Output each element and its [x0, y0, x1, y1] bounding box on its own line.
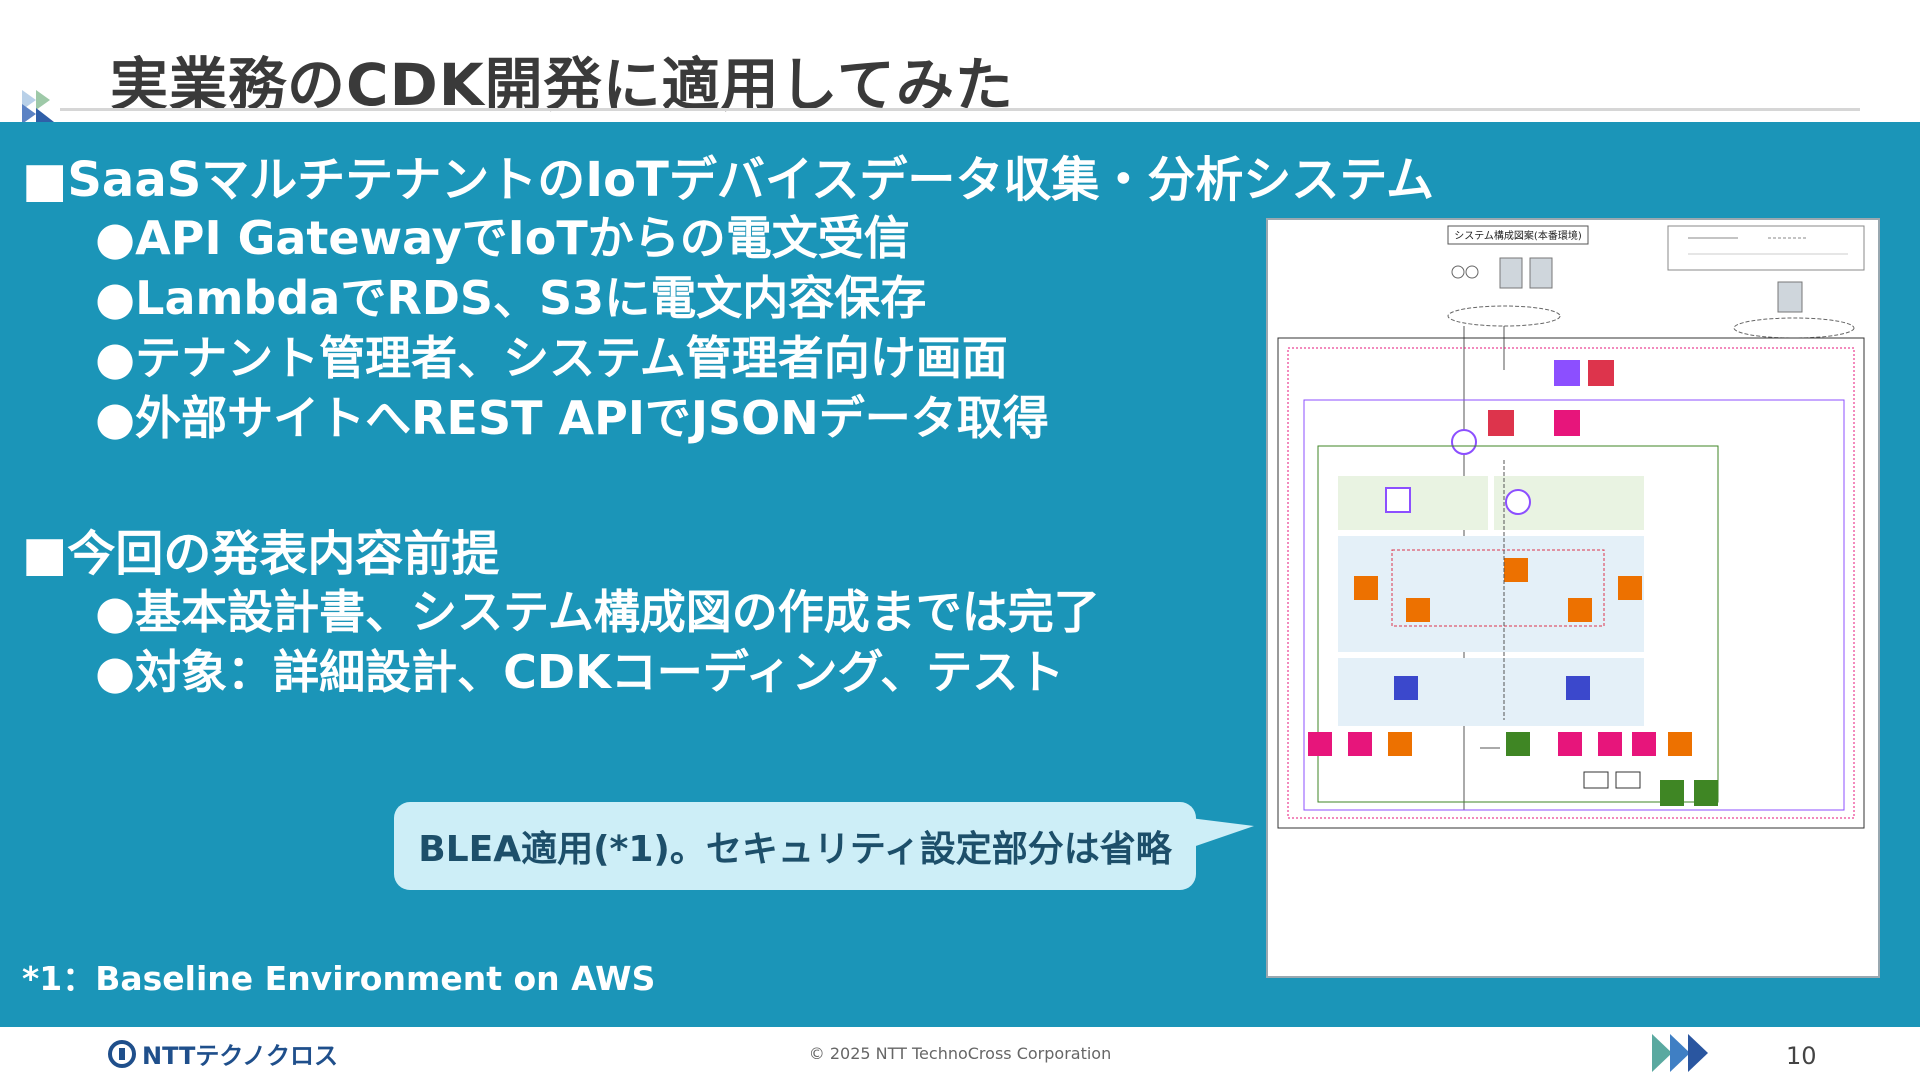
corner-triangles-icon	[22, 90, 54, 124]
bullet-admin-screens: ●テナント管理者、システム管理者向け画面	[95, 331, 1008, 385]
logo-text: NTTテクノクロス	[142, 1042, 338, 1070]
title-divider	[60, 108, 1860, 111]
bullet-lambda: ●LambdaでRDS、S3に電文内容保存	[95, 271, 927, 325]
bullet-scope: ●対象：詳細設計、CDKコーディング、テスト	[95, 645, 1065, 699]
bullet-api-gateway: ●API GatewayでIoTからの電文受信	[95, 211, 910, 265]
callout-pointer	[1190, 818, 1254, 848]
company-logo: NTTテクノクロス	[108, 1036, 338, 1071]
slide-title: 実業務のCDK開発に適用してみた	[110, 51, 1014, 119]
callout-text: BLEA適用(*1)。セキュリティ設定部分は省略	[418, 829, 1172, 870]
footnote: *1：Baseline Environment on AWS	[22, 959, 656, 998]
page-number: 10	[1786, 1042, 1817, 1070]
copyright: © 2025 NTT TechnoCross Corporation	[808, 1044, 1112, 1063]
section-heading-system: ■SaaSマルチテナントのIoTデバイスデータ収集・分析システム	[22, 152, 1434, 208]
bullet-rest-api: ●外部サイトへREST APIでJSONデータ取得	[95, 391, 1049, 445]
section-heading-premise: ■今回の発表内容前提	[22, 526, 500, 582]
architecture-diagram: システム構成図案(本番環境)	[1266, 218, 1880, 978]
ntt-logo-icon	[108, 1039, 136, 1068]
footer-arrows-icon	[1652, 1034, 1708, 1072]
architecture-diagram-canvas: システム構成図案(本番環境)	[1268, 220, 1874, 972]
bullet-basic-design: ●基本設計書、システム構成図の作成までは完了	[95, 585, 1100, 639]
diagram-title: システム構成図案(本番環境)	[1454, 229, 1582, 242]
blea-callout: BLEA適用(*1)。セキュリティ設定部分は省略	[394, 802, 1196, 890]
